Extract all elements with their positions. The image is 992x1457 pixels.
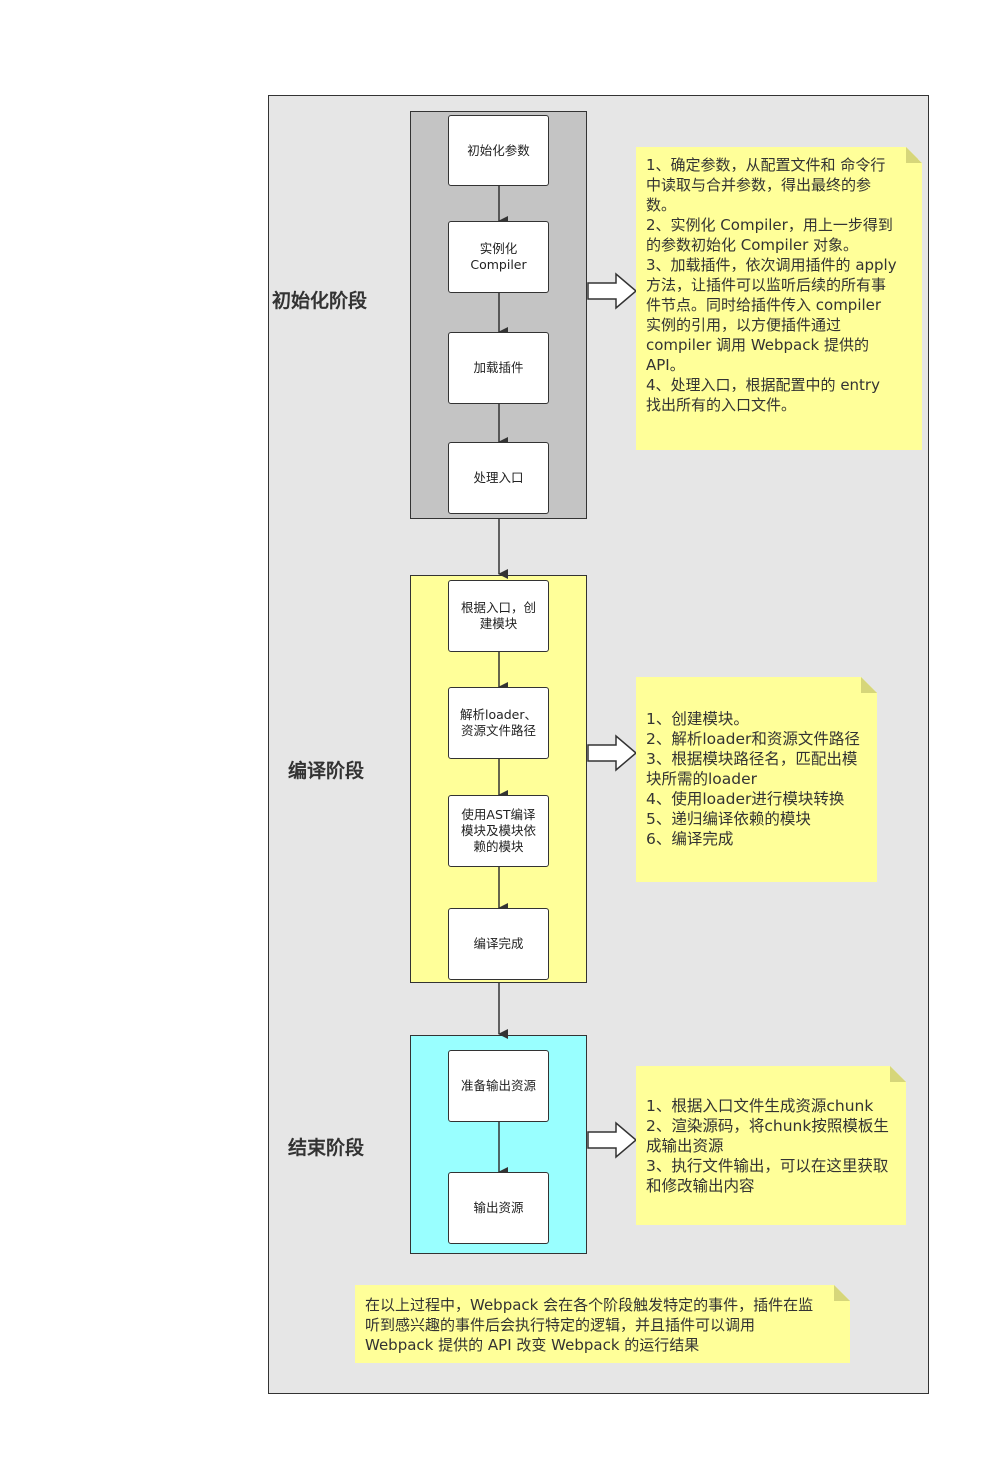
- note-line: API。: [646, 356, 685, 374]
- step-ast-compile: 使用AST编译 模块及模块依 赖的模块: [448, 795, 549, 867]
- note-line: 5、递归编译依赖的模块: [646, 810, 811, 828]
- note-line: 1、根据入口文件生成资源chunk: [646, 1097, 874, 1115]
- note-line: 2、实例化 Compiler，用上一步得到: [646, 216, 893, 234]
- step-label: 处理入口: [473, 470, 524, 485]
- step-compile-done: 编译完成: [448, 908, 549, 980]
- note-init: 1、确定参数，从配置文件和 命令行 中读取与合并参数，得出最终的参 数。 2、实…: [636, 147, 922, 450]
- step-output-assets: 输出资源: [448, 1172, 549, 1244]
- step-prepare-output: 准备输出资源: [448, 1050, 549, 1122]
- step-create-module: 根据入口，创 建模块: [448, 580, 549, 652]
- note-line: 3、根据模块路径名，匹配出模: [646, 750, 858, 768]
- phase-label-compile: 编译阶段: [288, 760, 365, 782]
- note-line: 件节点。同时给插件传入 compiler: [646, 296, 882, 314]
- note-line: 6、编译完成: [646, 830, 734, 848]
- step-load-plugins: 加载插件: [448, 332, 549, 404]
- note-line: 听到感兴趣的事件后会执行特定的逻辑，并且插件可以调用: [365, 1316, 756, 1334]
- step-label: 实例化 Compiler: [470, 241, 527, 272]
- note-line: 在以上过程中，Webpack 会在各个阶段触发特定的事件，插件在监: [365, 1296, 814, 1314]
- note-line: 2、解析loader和资源文件路径: [646, 730, 860, 748]
- note-line: 块所需的loader: [646, 770, 758, 788]
- note-line: 找出所有的入口文件。: [646, 396, 797, 414]
- step-label: 使用AST编译 模块及模块依 赖的模块: [460, 807, 536, 854]
- note-line: 1、创建模块。: [646, 710, 749, 728]
- step-process-entry: 处理入口: [448, 442, 549, 514]
- note-line: compiler 调用 Webpack 提供的: [646, 336, 869, 354]
- phase-label-init: 初始化阶段: [272, 290, 368, 312]
- note-line: 成输出资源: [646, 1137, 724, 1155]
- step-instantiate-compiler: 实例化 Compiler: [448, 221, 549, 293]
- note-end: 1、根据入口文件生成资源chunk 2、渲染源码，将chunk按照模板生 成输出…: [636, 1066, 906, 1225]
- step-label: 输出资源: [473, 1200, 524, 1215]
- note-line: 1、确定参数，从配置文件和 命令行: [646, 156, 886, 174]
- note-summary: 在以上过程中，Webpack 会在各个阶段触发特定的事件，插件在监 听到感兴趣的…: [355, 1285, 850, 1363]
- block-arrow-end: [587, 1121, 638, 1159]
- note-line: 4、处理入口，根据配置中的 entry: [646, 376, 880, 394]
- note-line: 中读取与合并参数，得出最终的参: [646, 176, 872, 194]
- block-arrow-compile: [587, 734, 638, 772]
- step-label: 编译完成: [473, 936, 524, 951]
- step-label: 根据入口，创 建模块: [460, 600, 536, 631]
- step-resolve-loader: 解析loader、 资源文件路径: [448, 687, 549, 759]
- note-line: 和修改输出内容: [646, 1177, 755, 1195]
- note-line: 2、渲染源码，将chunk按照模板生: [646, 1117, 889, 1135]
- block-arrow-init: [587, 272, 638, 310]
- step-init-params: 初始化参数: [448, 115, 549, 186]
- note-line: 的参数初始化 Compiler 对象。: [646, 236, 859, 254]
- step-label: 初始化参数: [467, 142, 530, 158]
- note-compile: 1、创建模块。 2、解析loader和资源文件路径 3、根据模块路径名，匹配出模…: [636, 677, 877, 882]
- phase-label-end: 结束阶段: [288, 1137, 365, 1159]
- note-line: 3、执行文件输出，可以在这里获取: [646, 1157, 889, 1175]
- note-line: 4、使用loader进行模块转换: [646, 790, 845, 808]
- step-label: 准备输出资源: [460, 1078, 536, 1093]
- note-line: 数。: [646, 196, 677, 214]
- note-line: Webpack 提供的 API 改变 Webpack 的运行结果: [365, 1336, 700, 1354]
- note-line: 3、加载插件，依次调用插件的 apply: [646, 256, 897, 274]
- step-label: 加载插件: [473, 360, 524, 375]
- step-label: 解析loader、 资源文件路径: [459, 707, 538, 738]
- note-line: 实例的引用，以方便插件通过: [646, 316, 842, 334]
- note-line: 方法，让插件可以监听后续的所有事: [646, 276, 887, 294]
